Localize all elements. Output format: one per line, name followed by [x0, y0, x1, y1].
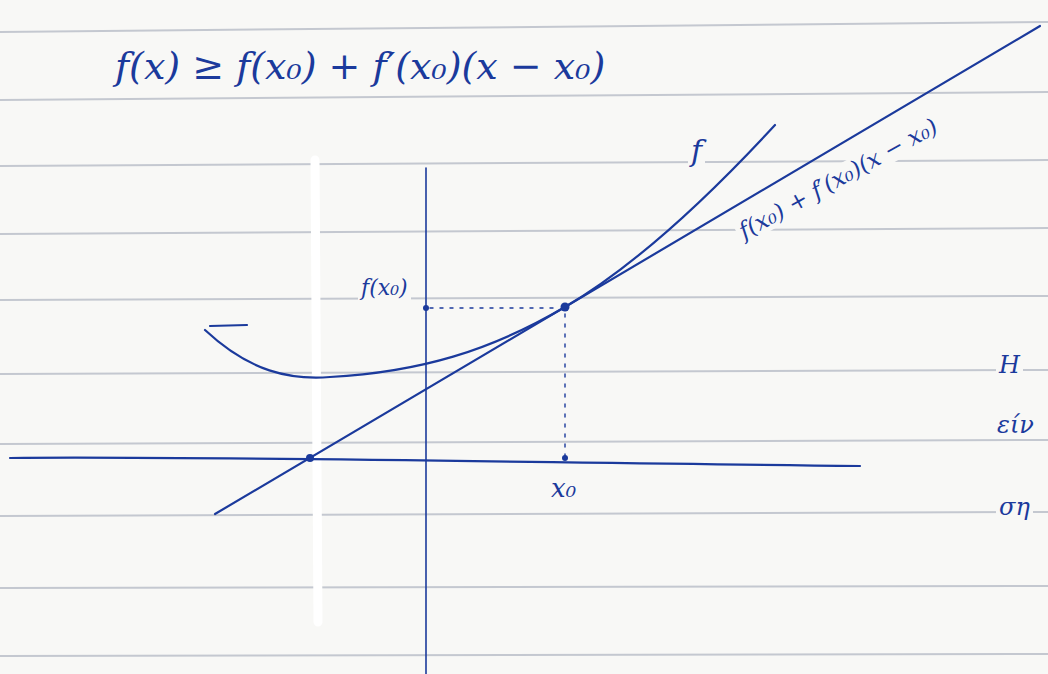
ruled-lines — [0, 22, 1048, 656]
correction-fluid-stroke — [315, 160, 318, 622]
x0-dot — [562, 455, 568, 461]
ruled-line — [0, 22, 1048, 32]
tick-mark — [210, 325, 247, 326]
ruled-line — [0, 370, 1048, 374]
origin-dot — [306, 454, 314, 462]
ruled-line — [0, 586, 1048, 588]
ruled-line — [0, 440, 1048, 444]
convex-curve — [205, 125, 775, 378]
formula: f(x) ≥ f(x₀) + f′(x₀)(x − x₀) — [112, 46, 608, 88]
vertical-line — [425, 168, 427, 674]
ruled-line — [0, 654, 1048, 656]
margin-note: Η — [996, 352, 1023, 378]
tangent-line — [215, 26, 1040, 514]
tangent-label: f(x₀) + f′(x₀)(x − x₀) — [732, 112, 945, 245]
ruled-line — [0, 92, 1048, 100]
fx0-dot — [423, 305, 429, 311]
axis-label: x₀ — [548, 474, 579, 503]
fx0-guide — [430, 307, 558, 308]
curve-label: f — [688, 134, 705, 167]
ruled-line — [0, 228, 1048, 234]
x0-guide — [564, 314, 565, 456]
ruled-line — [0, 296, 1048, 300]
x-axis — [10, 458, 860, 466]
margin-note: ση — [996, 494, 1033, 520]
ruled-line — [0, 512, 1048, 516]
margin-note: είν — [994, 412, 1037, 438]
tangent-point — [561, 303, 570, 312]
value-label: f(x₀) — [358, 276, 411, 300]
